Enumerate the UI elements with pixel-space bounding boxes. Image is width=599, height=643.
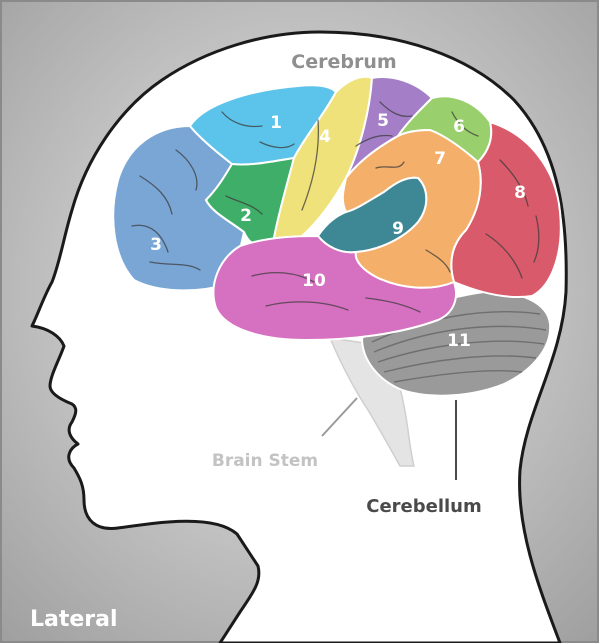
region-label-2: 2	[240, 206, 252, 226]
region-label-7: 7	[434, 149, 446, 169]
region-label-5: 5	[377, 111, 389, 131]
region-label-11: 11	[447, 331, 471, 351]
cerebellum-label: Cerebellum	[366, 496, 482, 517]
cerebrum-label: Cerebrum	[291, 51, 396, 73]
region-label-9: 9	[392, 219, 404, 239]
view-label: Lateral	[30, 607, 118, 632]
region-label-8: 8	[514, 183, 526, 203]
brain-stem-label: Brain Stem	[212, 451, 318, 471]
region-label-6: 6	[453, 117, 465, 137]
region-label-4: 4	[319, 127, 331, 147]
region-label-10: 10	[302, 271, 326, 291]
region-label-3: 3	[150, 235, 162, 255]
region-label-1: 1	[270, 113, 282, 133]
